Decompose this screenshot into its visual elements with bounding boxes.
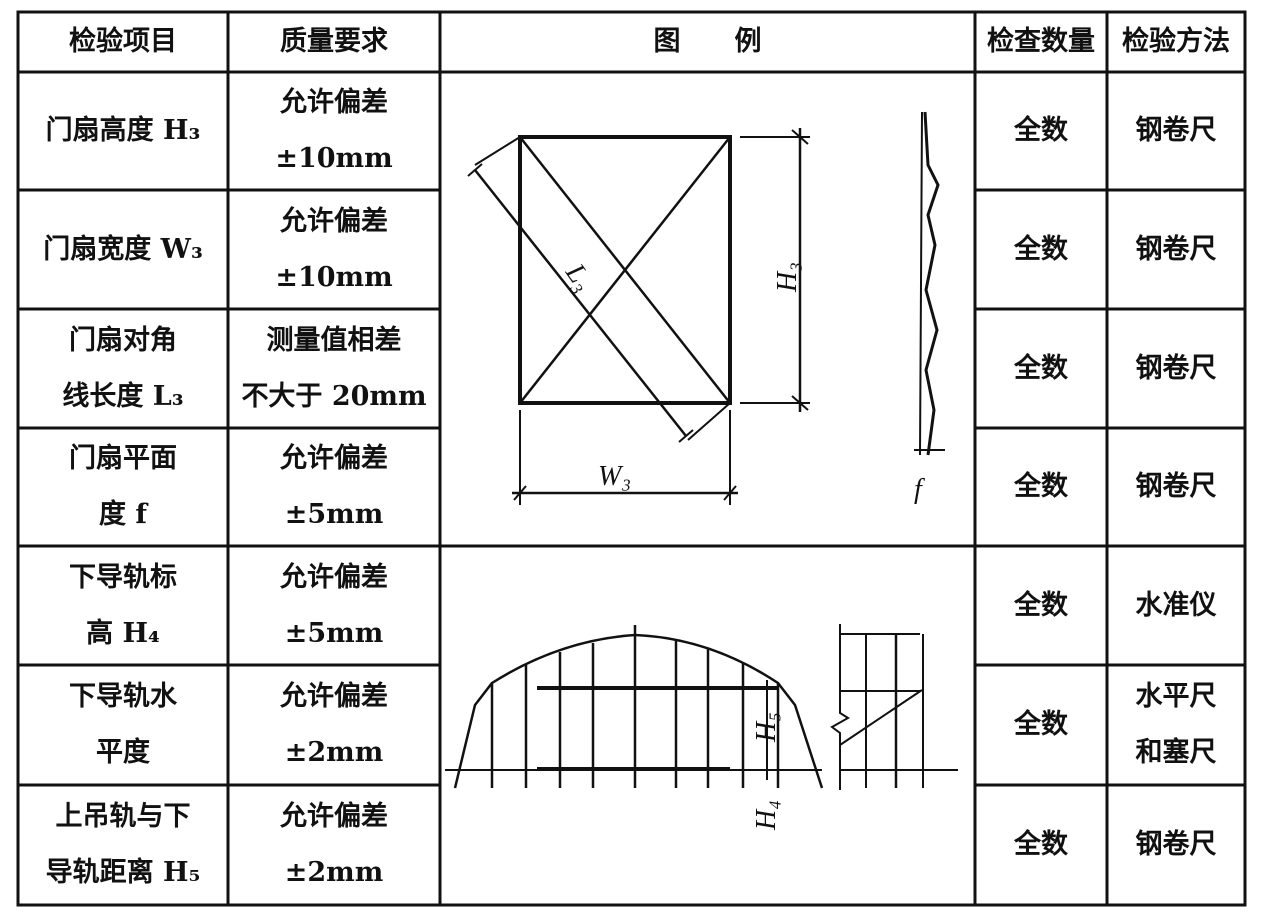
method-cell-line: 和塞尺: [1135, 737, 1217, 768]
quantity-cell-line: 全数: [1014, 115, 1068, 146]
label-l3: L₃: [559, 257, 599, 296]
quantity-cell-line: 全数: [1014, 352, 1068, 384]
header-cell: 检查数量: [975, 12, 1107, 72]
method-cell-line: 钢卷尺: [1135, 233, 1217, 265]
method-cell-line: 钢卷尺: [1135, 471, 1217, 502]
header-cell-line: 质量要求: [280, 26, 388, 57]
item-cell-line: 门扇宽度 W₃: [43, 233, 203, 265]
requirement-cell-line: 不大于 20mm: [241, 380, 427, 412]
quantity-cell: 全数: [975, 665, 1107, 785]
quantity-cell: 全数: [975, 546, 1107, 665]
rail-figure: [445, 624, 958, 790]
requirement-cell: 允许偏差 ±5mm: [228, 546, 440, 665]
method-cell: 钢卷尺: [1107, 785, 1245, 905]
requirement-cell-line: 允许偏差: [280, 561, 388, 593]
requirement-cell-line: ±5mm: [284, 499, 384, 530]
label-f: f: [914, 474, 925, 505]
header-cell-line: 检验项目: [69, 26, 177, 57]
requirement-cell-line: ±10mm: [275, 143, 393, 174]
door-leaf-figure: [467, 111, 945, 505]
requirement-cell: 允许偏差 ±5mm: [228, 428, 440, 546]
header-cell: 检验项目: [18, 12, 228, 72]
quantity-cell-line: 全数: [1014, 471, 1068, 502]
requirement-cell: 允许偏差 ±10mm: [228, 72, 440, 190]
requirement-cell-line: 允许偏差: [280, 681, 388, 712]
method-cell-line: 水准仪: [1135, 589, 1217, 621]
item-cell-line: 下导轨水: [69, 681, 177, 712]
requirement-cell-line: 允许偏差: [280, 443, 388, 474]
header-cell-line: 检验方法: [1122, 26, 1230, 57]
method-cell: 钢卷尺: [1107, 428, 1245, 546]
item-cell: 门扇平面度 f: [18, 428, 228, 546]
requirement-cell: 允许偏差 ±2mm: [228, 665, 440, 785]
requirement-cell: 测量值相差不大于 20mm: [228, 309, 440, 428]
item-cell-line: 门扇高度 H₃: [45, 115, 201, 146]
method-cell: 钢卷尺: [1107, 72, 1245, 190]
quantity-cell-line: 全数: [1014, 589, 1068, 621]
method-cell: 钢卷尺: [1107, 190, 1245, 309]
method-cell-line: 钢卷尺: [1135, 829, 1217, 860]
item-cell: 门扇对角线长度 L₃: [18, 309, 228, 428]
header-cell-line: 图 例: [653, 26, 762, 57]
header-cell-line: 检查数量: [987, 26, 1095, 57]
method-cell-line: 水平尺: [1135, 681, 1217, 712]
label-h5: H₅: [751, 712, 782, 743]
item-cell: 上吊轨与下导轨距离 H₅: [18, 785, 228, 905]
requirement-cell-line: 允许偏差: [280, 87, 388, 118]
quantity-cell-line: 全数: [1014, 829, 1068, 860]
quantity-cell: 全数: [975, 309, 1107, 428]
item-cell-line: 线长度 L₃: [62, 380, 184, 412]
item-cell: 下导轨水平度: [18, 665, 228, 785]
requirement-cell-line: ±5mm: [284, 617, 384, 649]
item-cell-line: 导轨距离 H₅: [45, 857, 201, 888]
item-cell: 下导轨标高 H₄: [18, 546, 228, 665]
table-grid: [16, 10, 1247, 907]
label-w3: W₃: [598, 461, 631, 492]
method-cell: 水平尺和塞尺: [1107, 665, 1245, 785]
quantity-cell-line: 全数: [1014, 233, 1068, 265]
label-h4: H₄: [751, 800, 782, 831]
item-cell-line: 门扇平面: [69, 443, 177, 474]
requirement-cell-line: ±2mm: [284, 737, 384, 768]
requirement-cell-line: ±10mm: [275, 261, 393, 293]
header-cell: 质量要求: [228, 12, 440, 72]
requirement-cell: 允许偏差 ±2mm: [228, 785, 440, 905]
item-cell: 门扇高度 H₃: [18, 72, 228, 190]
quantity-cell-line: 全数: [1014, 709, 1068, 740]
figure-labels: L₃ H₃ W₃ f H₅ H₄: [559, 257, 925, 831]
requirement-cell-line: 测量值相差: [266, 324, 402, 356]
method-cell-line: 钢卷尺: [1135, 115, 1217, 146]
quantity-cell: 全数: [975, 72, 1107, 190]
label-h3: H₃: [772, 262, 803, 293]
requirement-cell-line: 允许偏差: [280, 205, 388, 237]
header-cell: 图 例: [440, 12, 975, 72]
item-cell: 门扇宽度 W₃: [18, 190, 228, 309]
quantity-cell: 全数: [975, 428, 1107, 546]
requirement-cell-line: ±2mm: [284, 857, 384, 888]
item-cell-line: 度 f: [98, 499, 147, 530]
item-cell-line: 下导轨标: [69, 561, 177, 593]
method-cell-line: 钢卷尺: [1135, 352, 1217, 384]
quantity-cell: 全数: [975, 190, 1107, 309]
item-cell-line: 平度: [96, 737, 150, 768]
item-cell-line: 上吊轨与下: [55, 801, 191, 832]
requirement-cell-line: 允许偏差: [280, 801, 388, 832]
method-cell: 水准仪: [1107, 546, 1245, 665]
item-cell-line: 门扇对角: [69, 324, 177, 356]
header-cell: 检验方法: [1107, 12, 1245, 72]
item-cell-line: 高 H₄: [86, 617, 160, 649]
requirement-cell: 允许偏差 ±10mm: [228, 190, 440, 309]
method-cell: 钢卷尺: [1107, 309, 1245, 428]
quantity-cell: 全数: [975, 785, 1107, 905]
